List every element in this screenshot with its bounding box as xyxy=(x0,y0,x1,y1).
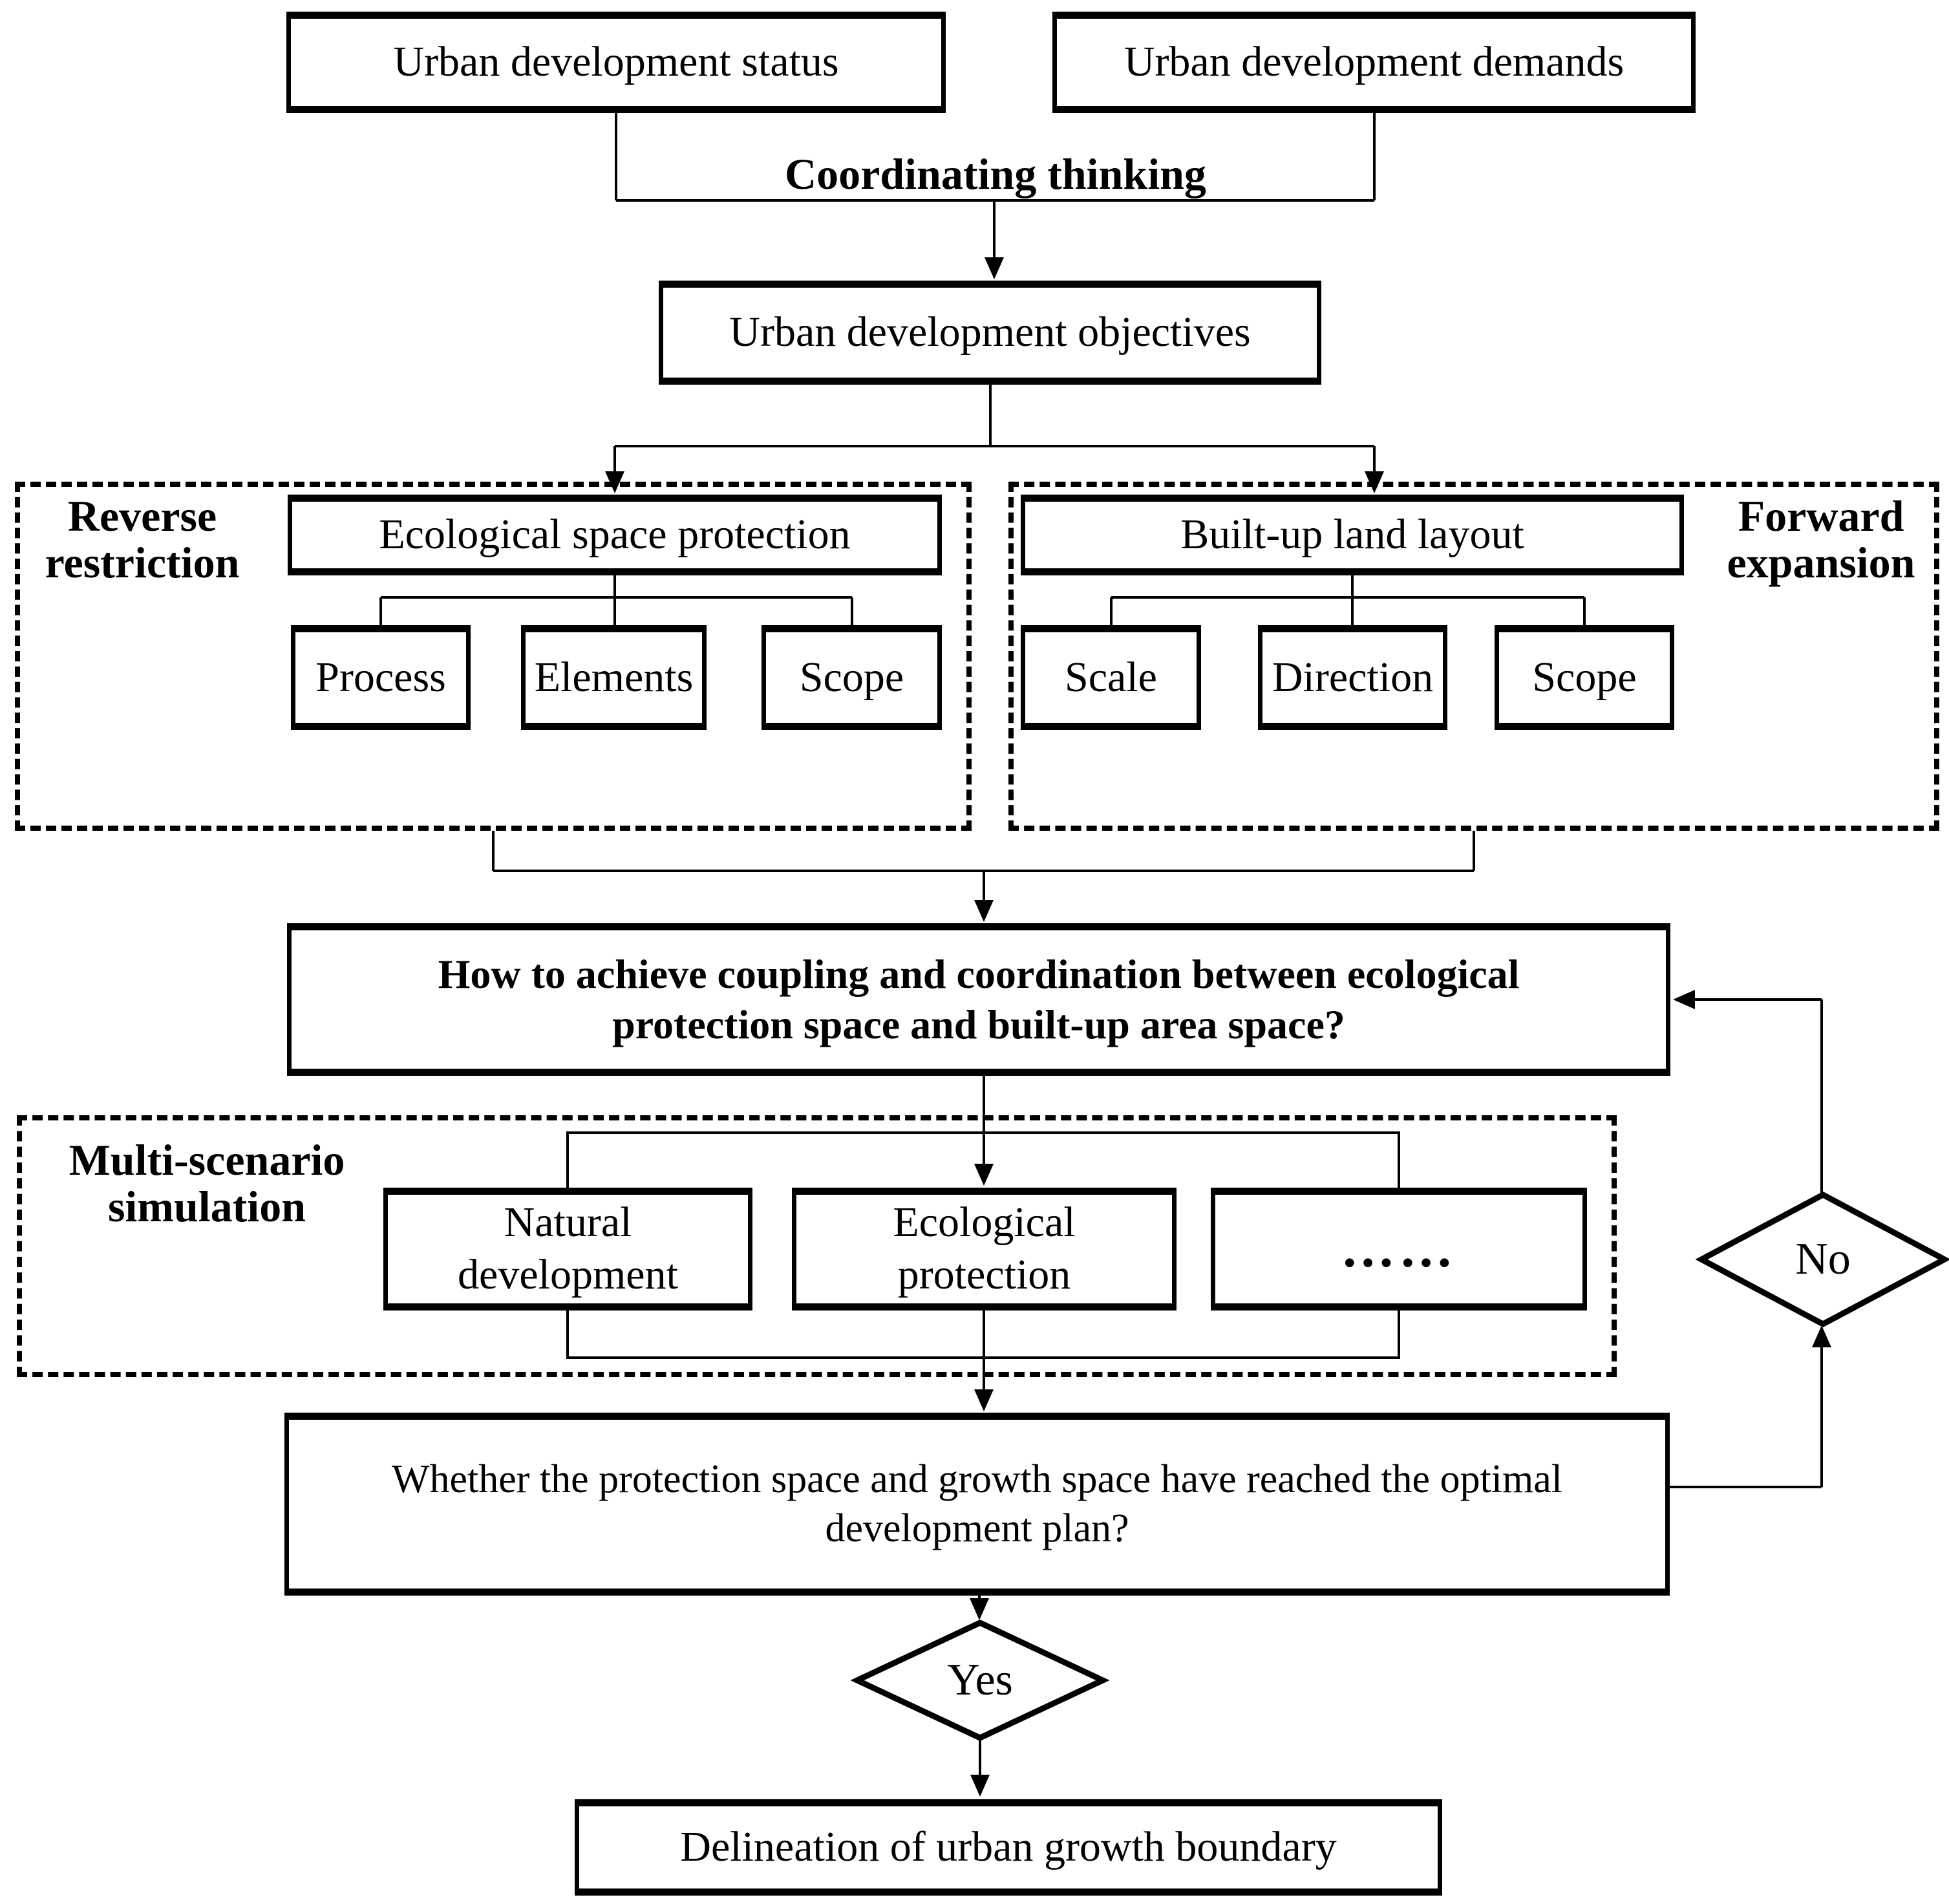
multi-scenario-label-line2: simulation xyxy=(107,1182,306,1232)
multi-scenario-label-line1: Multi-scenario xyxy=(69,1135,345,1184)
ecological-protection-line2: protection xyxy=(897,1251,1071,1298)
ecological-protection-box: Ecological protection xyxy=(792,1188,1177,1310)
natural-development-line2: development xyxy=(458,1251,678,1298)
arrow-into-whether xyxy=(974,1389,994,1411)
connector-lines xyxy=(379,113,1823,1776)
process-text: Process xyxy=(315,653,446,701)
direction-text: Direction xyxy=(1272,653,1434,701)
more-scenarios-box: …… xyxy=(1211,1188,1587,1310)
forward-expansion-group xyxy=(1008,482,1939,831)
urban-development-demands-box: Urban development demands xyxy=(1052,12,1696,113)
elements-box: Elements xyxy=(521,625,707,730)
urban-development-status-text: Urban development status xyxy=(393,38,839,86)
arrow-into-final xyxy=(970,1775,990,1797)
elements-text: Elements xyxy=(534,653,694,701)
coordinating-thinking-label: Coordinating thinking xyxy=(785,149,1206,198)
ecological-space-protection-text: Ecological space protection xyxy=(379,511,851,559)
yes-label: Yes xyxy=(947,1655,1013,1705)
scale-box: Scale xyxy=(1021,625,1201,730)
scope-left-box: Scope xyxy=(761,625,942,730)
scope-right-text: Scope xyxy=(1532,653,1637,701)
optimal-plan-question-box: Whether the protection space and growth … xyxy=(284,1413,1670,1596)
reverse-restriction-label-line2: restriction xyxy=(45,538,240,588)
coupling-question-box: How to achieve coupling and coordination… xyxy=(287,923,1670,1076)
forward-expansion-label: Forward expansion xyxy=(1698,493,1944,586)
arrow-into-yes-diamond xyxy=(970,1598,989,1620)
scope-right-box: Scope xyxy=(1495,625,1674,730)
built-up-land-layout-text: Built-up land layout xyxy=(1180,511,1524,559)
urban-development-objectives-text: Urban development objectives xyxy=(729,308,1251,356)
built-up-land-layout-box: Built-up land layout xyxy=(1021,495,1684,575)
urban-development-demands-text: Urban development demands xyxy=(1124,38,1624,86)
reverse-restriction-label-line1: Reverse xyxy=(67,491,217,540)
scope-left-text: Scope xyxy=(799,653,904,701)
arrow-into-ecological-protection-scenario xyxy=(974,1164,994,1186)
process-box: Process xyxy=(291,625,471,730)
no-label: No xyxy=(1795,1234,1851,1284)
optimal-plan-question-line2: development plan? xyxy=(825,1506,1129,1550)
ecological-protection-line1: Ecological xyxy=(893,1199,1076,1246)
reverse-restriction-group xyxy=(15,482,972,831)
urban-development-status-box: Urban development status xyxy=(286,12,946,113)
no-diamond xyxy=(1695,1191,1949,1328)
direction-box: Direction xyxy=(1258,625,1447,730)
more-scenarios-dots: …… xyxy=(1341,1218,1457,1279)
optimal-plan-question-line1: Whether the protection space and growth … xyxy=(392,1457,1562,1501)
arrow-into-question xyxy=(974,900,994,922)
coupling-question-line2: protection space and built-up area space… xyxy=(612,1001,1345,1047)
reverse-restriction-label: Reverse restriction xyxy=(19,493,265,586)
arrow-into-no-diamond xyxy=(1812,1325,1831,1347)
coupling-question-line1: How to achieve coupling and coordination… xyxy=(438,950,1520,997)
urban-development-objectives-box: Urban development objectives xyxy=(659,281,1321,385)
arrow-into-objectives xyxy=(985,257,1004,279)
natural-development-line1: Natural xyxy=(504,1199,632,1246)
ecological-space-protection-box: Ecological space protection xyxy=(288,495,942,575)
forward-expansion-label-line1: Forward xyxy=(1738,491,1904,540)
forward-expansion-label-line2: expansion xyxy=(1727,538,1915,588)
delineation-final-text: Delineation of urban growth boundary xyxy=(680,1823,1337,1871)
multi-scenario-group xyxy=(17,1115,1617,1377)
arrow-back-into-question xyxy=(1673,990,1695,1009)
yes-diamond xyxy=(850,1620,1110,1741)
delineation-final-box: Delineation of urban growth boundary xyxy=(575,1799,1442,1896)
natural-development-box: Natural development xyxy=(383,1188,752,1310)
multi-scenario-label: Multi-scenario simulation xyxy=(32,1137,381,1230)
scale-text: Scale xyxy=(1065,653,1157,701)
